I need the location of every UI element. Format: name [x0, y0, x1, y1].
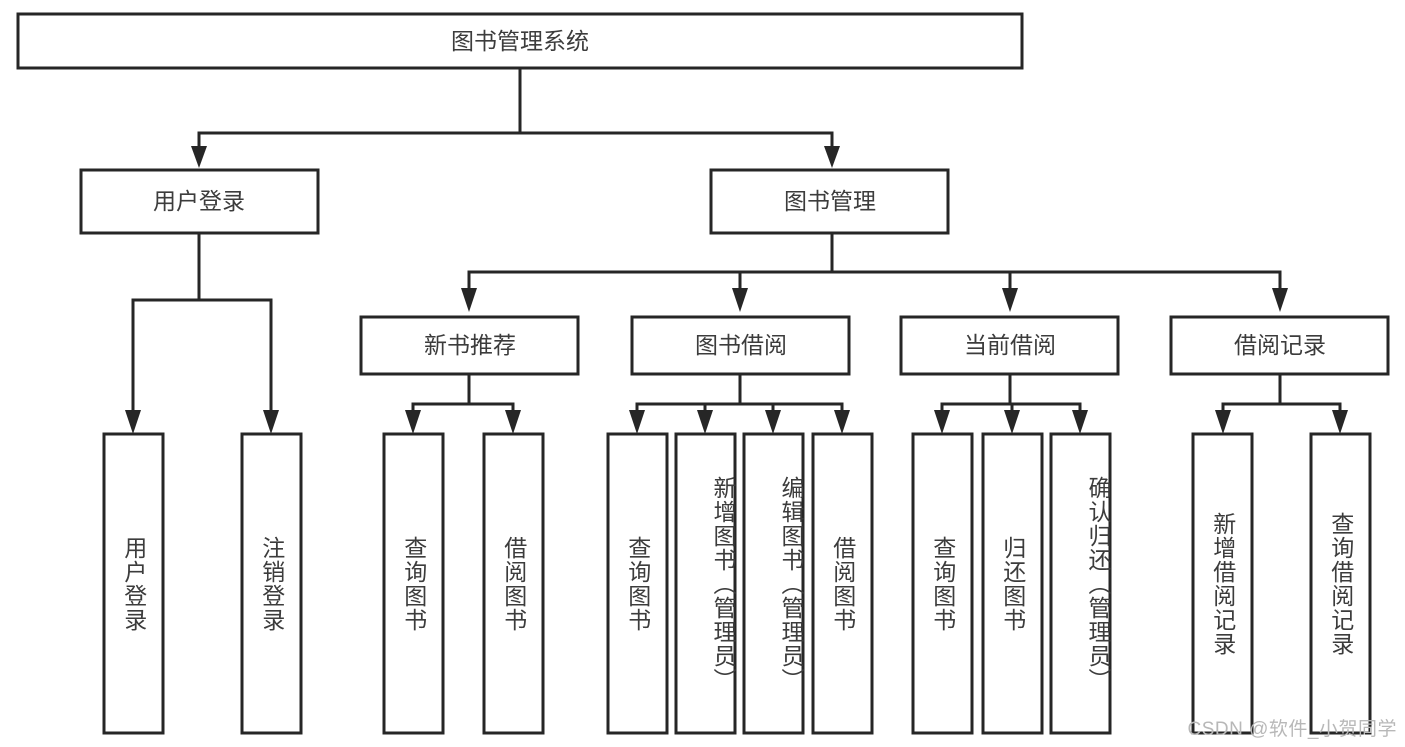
leaf-node-return-book[interactable]: [981, 432, 1044, 735]
connector-borrow-record-to-leaves: [1215, 372, 1348, 434]
leaf-node-query-book-current[interactable]: [911, 432, 974, 735]
arrow-head-icon: [461, 288, 477, 312]
node-user-login-label: 用户登录: [153, 188, 245, 214]
leaf-node-user-login[interactable]: [102, 432, 165, 735]
arrow-head-icon: [629, 410, 645, 434]
arrow-head-icon: [834, 410, 850, 434]
arrow-head-icon: [697, 410, 713, 434]
node-current-borrow[interactable]: 当前借阅: [899, 315, 1120, 376]
watermark-text: CSDN @软件_小贺同学: [1187, 719, 1397, 740]
connector-newbook-to-leaves: [405, 372, 521, 434]
leaf-node-borrow-book[interactable]: [811, 432, 874, 735]
leaf-node-borrow-book-newbook[interactable]: [482, 432, 545, 735]
arrow-head-icon: [505, 410, 521, 434]
arrow-head-icon: [1004, 410, 1020, 434]
node-user-login[interactable]: 用户登录: [79, 168, 320, 235]
arrow-head-icon: [934, 410, 950, 434]
connector-root-to-level2: [191, 66, 840, 168]
node-book-management-label: 图书管理: [784, 188, 876, 214]
leaf-node-confirm-return-admin[interactable]: [1049, 432, 1112, 735]
connector-user-login-to-leaves: [125, 231, 279, 434]
node-current-borrow-label: 当前借阅: [964, 332, 1056, 358]
connector-borrow-to-leaves: [629, 372, 850, 434]
arrow-head-icon: [405, 410, 421, 434]
arrow-head-icon: [1272, 288, 1288, 312]
arrow-head-icon: [765, 410, 781, 434]
leaf-node-edit-book-admin[interactable]: [742, 432, 805, 735]
arrow-head-icon: [191, 146, 207, 168]
arrow-head-icon: [1332, 410, 1348, 434]
node-new-book-recommend[interactable]: 新书推荐: [359, 315, 580, 376]
arrow-head-icon: [732, 288, 748, 312]
arrow-head-icon: [1002, 288, 1018, 312]
node-book-management[interactable]: 图书管理: [709, 168, 950, 235]
arrow-head-icon: [125, 410, 141, 434]
node-borrow-record-label: 借阅记录: [1234, 332, 1326, 358]
connector-book-mgmt-to-level3: [461, 231, 1288, 312]
leaf-node-query-book-borrow[interactable]: [606, 432, 669, 735]
arrow-head-icon: [1072, 410, 1088, 434]
leaf-node-add-book-admin[interactable]: [674, 432, 737, 735]
node-root-label: 图书管理系统: [451, 28, 589, 54]
node-book-borrow-label: 图书借阅: [695, 332, 787, 358]
node-book-borrow[interactable]: 图书借阅: [630, 315, 851, 376]
node-root[interactable]: 图书管理系统: [16, 12, 1024, 70]
leaf-node-query-borrow-record[interactable]: [1309, 432, 1372, 735]
leaf-node-query-book-newbook[interactable]: [382, 432, 445, 735]
arrow-head-icon: [824, 146, 840, 168]
node-new-book-recommend-label: 新书推荐: [424, 332, 516, 358]
leaf-node-add-borrow-record[interactable]: [1191, 432, 1254, 735]
node-borrow-record[interactable]: 借阅记录: [1169, 315, 1390, 376]
leaf-node-logout[interactable]: [240, 432, 303, 735]
arrow-head-icon: [263, 410, 279, 434]
arrow-head-icon: [1215, 410, 1231, 434]
connector-current-borrow-to-leaves: [934, 372, 1088, 434]
